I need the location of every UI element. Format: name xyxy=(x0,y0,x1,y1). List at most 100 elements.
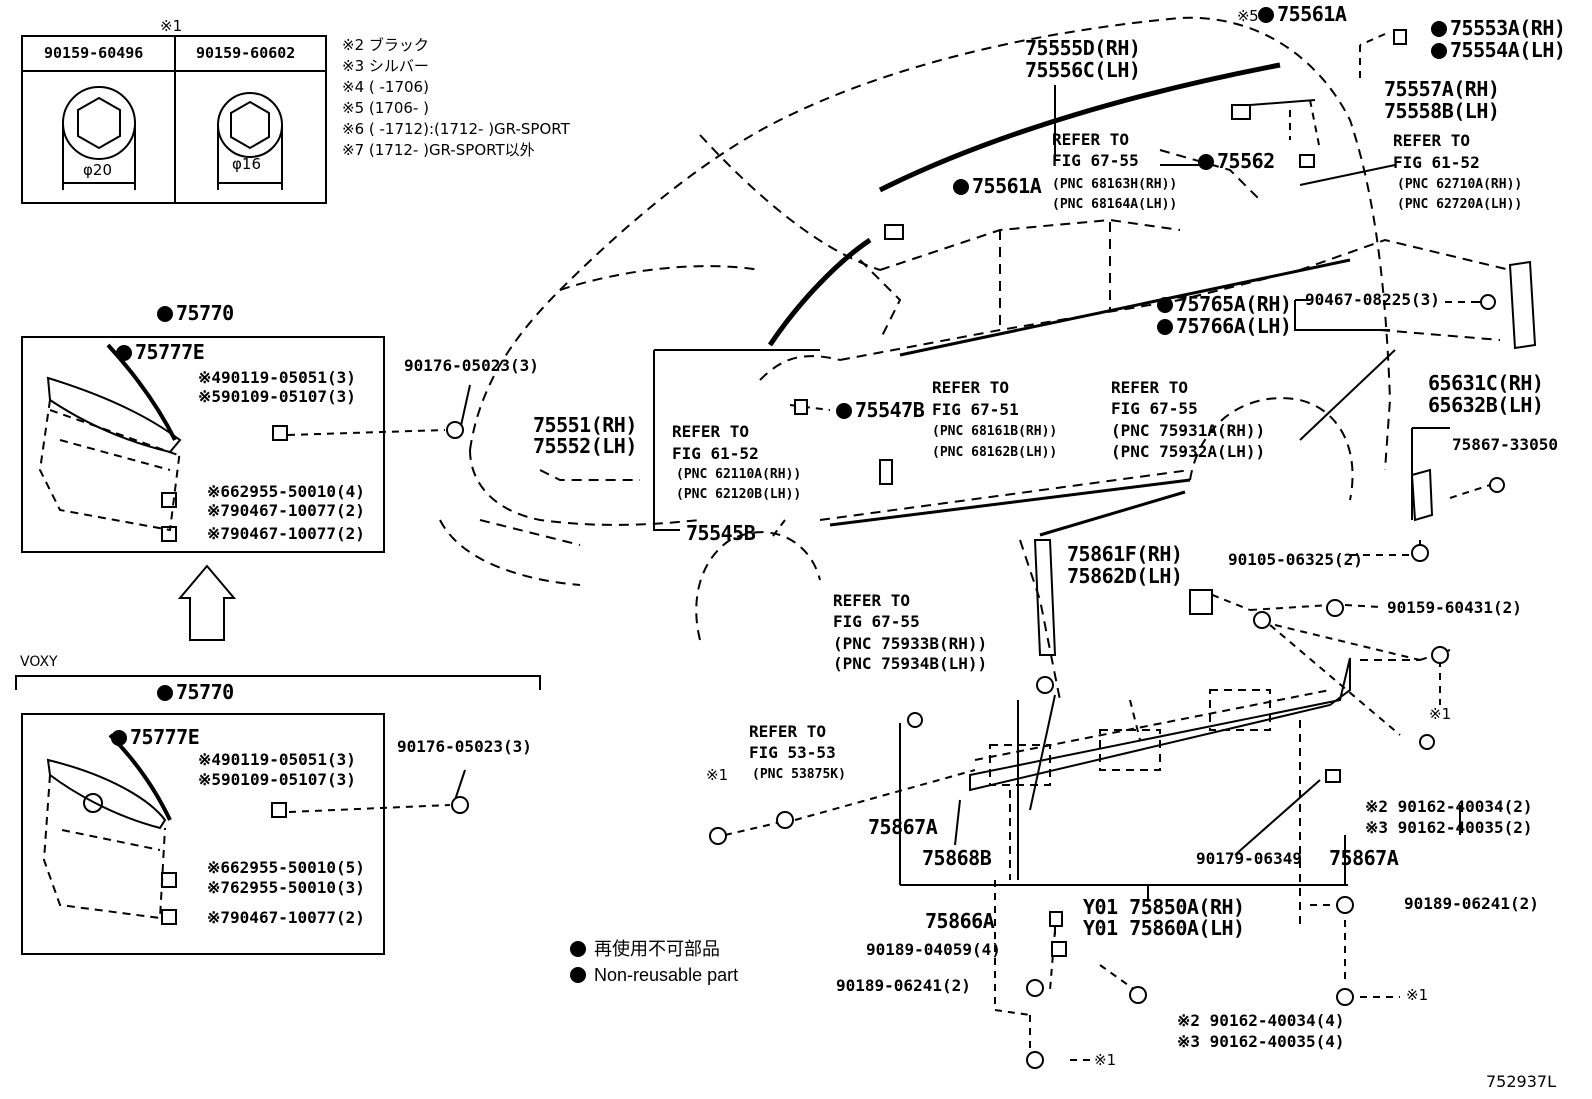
part-label: 90105-06325(2) xyxy=(1228,550,1363,569)
non-reusable-bullet-icon xyxy=(116,345,132,361)
part-label: 75765A(RH) xyxy=(1157,294,1292,314)
non-reusable-bullet-icon xyxy=(157,306,173,322)
refer-line: (PNC 62720A(LH)) xyxy=(1397,197,1523,212)
clip-label: ※590109-05107(3) xyxy=(198,770,356,789)
part-label: 75551(RH) xyxy=(533,413,637,437)
part-label: 75557A(RH) xyxy=(1384,77,1500,101)
legend-japanese: 再使用不可部品 xyxy=(570,940,720,958)
part-label: 75561A xyxy=(953,176,1042,196)
non-reusable-bullet-icon xyxy=(1431,21,1447,37)
grille-assembly-label: 75770 xyxy=(157,682,234,702)
part-label: 75562 xyxy=(1198,151,1275,171)
non-reusable-bullet-icon xyxy=(111,730,127,746)
refer-line: (PNC 68164A(LH)) xyxy=(1052,197,1178,212)
refer-line: FIG 67-55 xyxy=(1052,151,1139,170)
refer-line: FIG 67-51 xyxy=(932,400,1019,419)
non-reusable-bullet-icon xyxy=(1157,297,1173,313)
marker-label: ※1 xyxy=(706,766,729,784)
part-label: 90179-06349 xyxy=(1196,849,1302,868)
refer-line: (PNC 62120B(LH)) xyxy=(676,487,802,502)
part-label: 90467-08225(3) xyxy=(1305,290,1440,309)
grille-assembly-label: 75770 xyxy=(157,303,234,323)
bolt-table-marker: ※1 xyxy=(160,17,183,35)
part-label: 75861F(RH) xyxy=(1067,542,1183,566)
part-label: 75552(LH) xyxy=(533,434,637,458)
bolt-part-number: 90159-60496 xyxy=(44,44,144,62)
marker-label: ※1 xyxy=(1094,1051,1117,1069)
refer-line: REFER TO xyxy=(1052,130,1130,149)
refer-line: (PNC 75933B(RH)) xyxy=(833,634,988,653)
part-label: 75867-33050 xyxy=(1452,435,1558,454)
marker-label: ※1 xyxy=(1429,705,1452,723)
non-reusable-bullet-icon xyxy=(1258,7,1275,23)
refer-line: (PNC 62710A(RH)) xyxy=(1397,177,1523,192)
part-label: 90189-04059(4) xyxy=(866,940,1001,959)
part-label: 75862D(LH) xyxy=(1067,564,1183,588)
fastener-label: ※790467-10077(2) xyxy=(207,524,365,543)
non-reusable-bullet-icon xyxy=(570,941,586,957)
part-label: 75553A(RH) xyxy=(1431,18,1566,38)
refer-line: (PNC 75934B(LH)) xyxy=(833,654,988,673)
part-label: 75558B(LH) xyxy=(1384,99,1500,123)
part-label: 90189-06241(2) xyxy=(1404,894,1539,913)
part-label: 90176-05023(3) xyxy=(397,737,532,756)
part-label: ※3 90162-40035(2) xyxy=(1365,818,1533,837)
refer-line: REFER TO xyxy=(672,422,750,441)
bolt-diameter: φ16 xyxy=(232,155,261,173)
refer-line: REFER TO xyxy=(1393,131,1471,150)
non-reusable-bullet-icon xyxy=(570,967,586,983)
refer-line: REFER TO xyxy=(833,591,911,610)
part-label: 75766A(LH) xyxy=(1157,316,1292,336)
refer-line: (PNC 75931A(RH)) xyxy=(1111,421,1266,440)
legend-english: Non-reusable part xyxy=(570,966,738,984)
refer-line: REFER TO xyxy=(932,378,1010,397)
note-line: ※3 シルバー xyxy=(342,57,429,75)
refer-line: FIG 53-53 xyxy=(749,743,836,762)
note-line: ※5 (1706- ) xyxy=(342,99,429,117)
note-line: ※4 ( -1706) xyxy=(342,78,429,96)
refer-line: FIG 61-52 xyxy=(1393,153,1480,172)
part-label: 65632B(LH) xyxy=(1428,393,1544,417)
variant-label: VOXY xyxy=(20,654,58,670)
fastener-label: ※762955-50010(3) xyxy=(207,878,365,897)
note-line: ※7 (1712- )GR-SPORT以外 xyxy=(342,141,535,159)
non-reusable-bullet-icon xyxy=(1431,43,1447,59)
bolt-part-number: 90159-60602 xyxy=(196,44,296,62)
molding-label: 75777E xyxy=(116,342,205,362)
part-label: Y01 75860A(LH) xyxy=(1083,916,1245,940)
part-label: 75556C(LH) xyxy=(1025,58,1141,82)
clip-label: ※490119-05051(3) xyxy=(198,368,356,387)
part-label: 75866A xyxy=(925,909,995,933)
part-label: ※3 90162-40035(4) xyxy=(1177,1032,1345,1051)
part-label: ※2 90162-40034(2) xyxy=(1365,797,1533,816)
refer-line: FIG 67-55 xyxy=(833,612,920,631)
marker-label: ※1 xyxy=(1406,986,1429,1004)
refer-line: FIG 61-52 xyxy=(672,444,759,463)
part-label: 75547B xyxy=(836,400,925,420)
refer-line: (PNC 62110A(RH)) xyxy=(676,467,802,482)
refer-line: (PNC 53875K) xyxy=(752,767,846,782)
note-line: ※2 ブラック xyxy=(342,36,429,54)
part-label: 65631C(RH) xyxy=(1428,371,1544,395)
clip-label: ※590109-05107(3) xyxy=(198,387,356,406)
part-label: 75545B xyxy=(686,521,756,545)
fastener-label: ※662955-50010(5) xyxy=(207,858,365,877)
non-reusable-bullet-icon xyxy=(157,685,173,701)
part-label: 90159-60431(2) xyxy=(1387,598,1522,617)
refer-line: (PNC 68161B(RH)) xyxy=(932,424,1058,439)
bolt-diameter: φ20 xyxy=(83,161,112,179)
part-label: 75867A xyxy=(1329,846,1399,870)
refer-line: FIG 67-55 xyxy=(1111,399,1198,418)
refer-line: (PNC 75932A(LH)) xyxy=(1111,442,1266,461)
clip-label: ※490119-05051(3) xyxy=(198,750,356,769)
non-reusable-bullet-icon xyxy=(1157,319,1173,335)
part-label: 90189-06241(2) xyxy=(836,976,971,995)
non-reusable-bullet-icon xyxy=(953,179,969,195)
fastener-label: ※790467-10077(2) xyxy=(207,501,365,520)
refer-line: (PNC 68163H(RH)) xyxy=(1052,177,1178,192)
refer-line: (PNC 68162B(LH)) xyxy=(932,445,1058,460)
part-label: 75867A xyxy=(868,815,938,839)
part-label: 75868B xyxy=(922,846,992,870)
drawing-number: 752937L xyxy=(1486,1072,1556,1091)
